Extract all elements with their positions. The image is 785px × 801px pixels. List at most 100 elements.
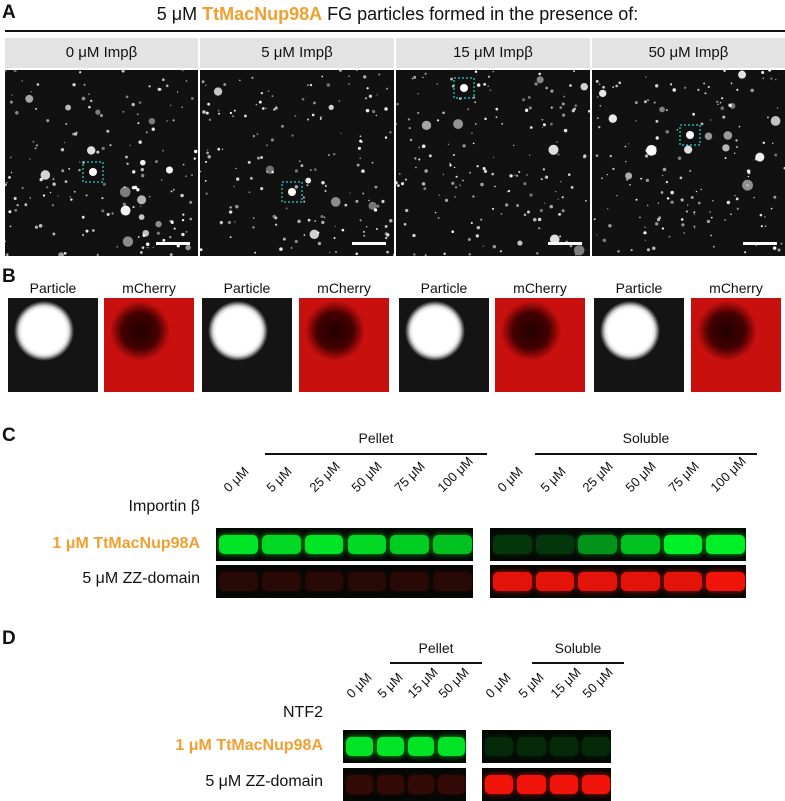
particle-dot [474,101,477,104]
particle-dot [570,185,574,189]
particle-dot [204,160,208,164]
row-label-zz: 5 μM ZZ-domain [82,570,200,587]
particle-dot [567,173,571,176]
particle-dot [526,174,528,176]
particle-dot [492,156,495,158]
particle-dot [491,172,495,176]
particle-dot [587,109,590,113]
particle-dot [78,168,81,172]
particle-dot [505,203,509,207]
particle-dot [282,237,286,241]
title-suffix: FG particles formed in the presence of: [322,4,639,24]
particle-dot [202,110,206,114]
particle-dot [616,194,618,197]
protein-band [304,571,344,592]
particle-dot [599,89,607,98]
particle-dot [735,139,738,142]
protein-band [347,534,387,555]
particle-dot [730,82,733,85]
particle-dot [704,132,713,141]
particle-dot [319,116,322,119]
particle-dot [693,213,695,215]
particle-dot [200,248,203,252]
particle-dot [598,125,601,129]
particle-dot [437,216,440,219]
particle-dot [34,225,39,229]
particle-dot [279,247,283,251]
particle-dot [528,106,532,110]
particle-dot [644,154,649,158]
protein-band [549,736,578,757]
particle-dot [450,77,454,81]
particle-dot [384,225,388,228]
particle-dot [173,227,176,230]
particle-dot [381,199,385,204]
particle-dot [355,199,359,203]
particle-dot [21,80,23,82]
particle-dot [608,114,618,123]
particle-dot [602,85,605,89]
particle-dot [646,204,649,207]
particle-dot [273,108,276,111]
particle-dot [201,80,205,84]
particle-dot [683,232,685,234]
particle-dot [233,109,236,112]
particle-dot [384,107,388,111]
particle-dot [684,145,693,154]
particle-dot [16,204,19,207]
particle-image [202,298,292,392]
particle-dot [750,88,754,93]
particle-dot [403,222,407,226]
particle-dot [385,87,389,90]
particle-dot [501,123,504,125]
protein-band [438,774,465,795]
particle-dot [294,185,299,189]
particle-dot [508,189,511,193]
particle-dot [324,190,327,193]
particle-dot [312,101,316,105]
particle-dot [583,154,587,158]
particle-dot [176,244,180,248]
particle-dot [482,245,485,247]
particle-dot [223,83,227,86]
mcherry-image [495,298,585,392]
particle-dot [717,103,719,106]
particle-dot [397,184,400,188]
particle-dot [69,196,71,198]
column-header: 5 μM Impβ [200,38,394,68]
particle-dot [6,181,8,184]
particle-dot [138,140,142,144]
particle-dot [384,136,388,139]
particle-dot [680,198,683,201]
panel-c-label: C [2,425,16,446]
particle-dot [106,212,110,217]
particle-dot [538,72,541,76]
particle-dot [101,146,105,151]
particle-dot [715,100,719,103]
particle-dot [487,75,491,78]
particle-dot [515,174,519,177]
particle-dot [744,251,747,254]
lane-label: 25 μM [579,458,617,495]
particle-dot [453,119,464,129]
particle-dot [415,166,417,169]
particle-dot [596,234,598,236]
mcherry-label: mCherry [122,280,176,296]
lane-label: 75 μM [664,458,702,495]
particle-dot [723,70,726,72]
particle-dot [126,162,129,165]
particle-dot [776,107,779,109]
particle-dot [200,170,202,173]
particle-dot [15,111,19,115]
particle-dot [451,181,455,185]
particle-dot [8,210,12,214]
protein-band [219,571,258,592]
particle-dot [704,92,707,95]
title-divider [5,30,785,32]
particle-dot [307,218,311,222]
particle-dot [101,197,104,200]
highlighted-particle [288,188,296,196]
particle-dot [265,107,267,110]
particle-dot [772,246,777,250]
particle-dot [260,156,263,159]
